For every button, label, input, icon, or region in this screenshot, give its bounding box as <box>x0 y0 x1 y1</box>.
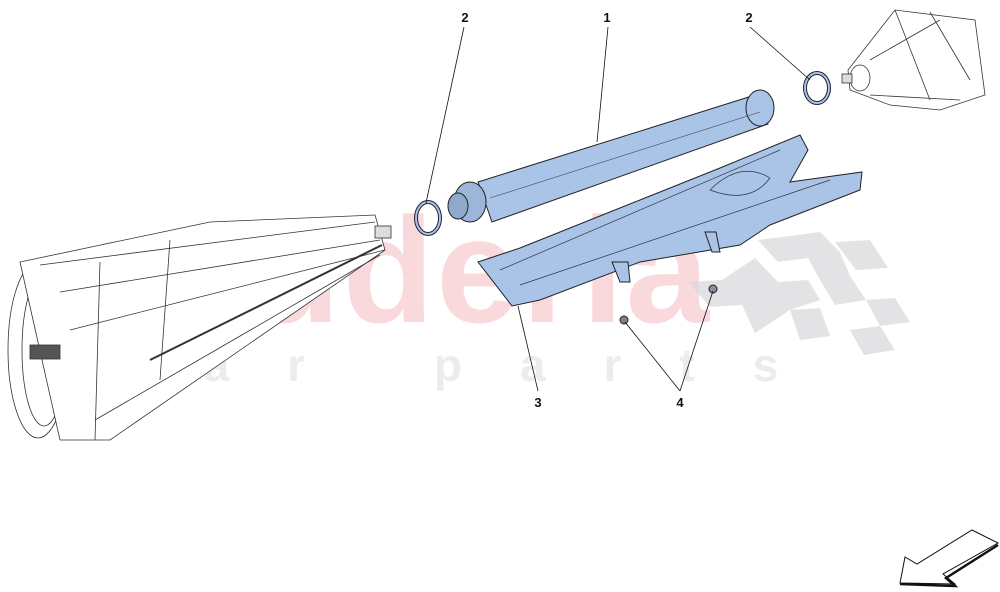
screw-1 <box>619 315 629 325</box>
heat-shield <box>477 134 863 307</box>
checkered-flag-watermark <box>688 232 910 355</box>
driveshaft-tube <box>447 89 775 223</box>
callout-label-2-right: 2 <box>745 10 753 25</box>
screw-2 <box>708 284 718 294</box>
arrow-down-left-icon <box>899 529 1000 588</box>
callout-label-2-left: 2 <box>461 10 469 25</box>
callout-label-1: 1 <box>603 10 611 25</box>
transmission-housing <box>7 214 392 441</box>
rear-transaxle-housing <box>841 9 986 111</box>
callout-label-4: 4 <box>676 395 684 410</box>
leader-lines <box>425 26 811 392</box>
callout-label-3: 3 <box>534 395 542 410</box>
